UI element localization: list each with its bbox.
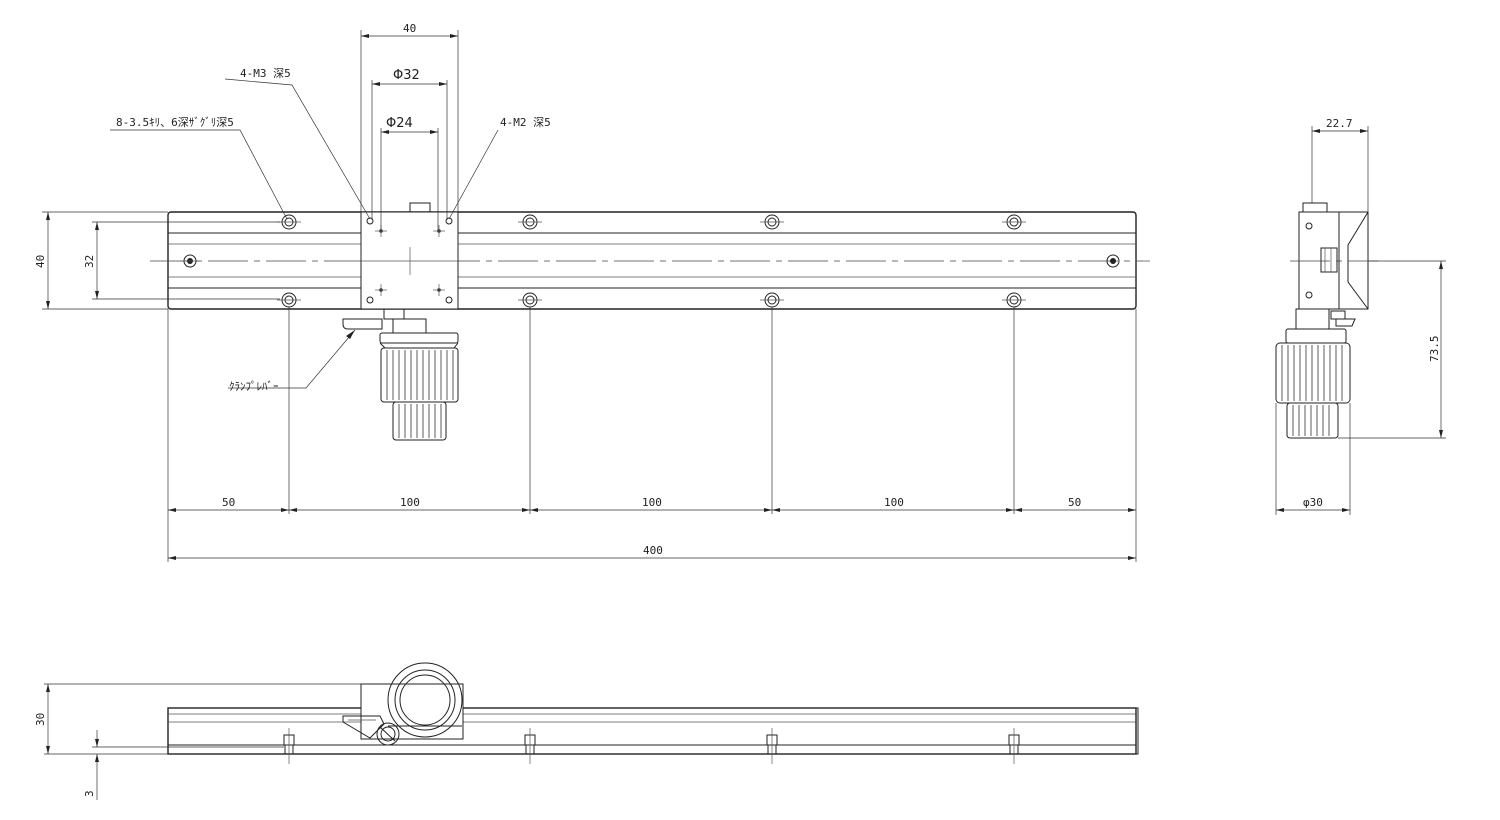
dim-knob-dia xyxy=(1275,403,1351,515)
dim-text-pitch-2: 100 xyxy=(642,496,662,509)
dim-text-phi-outer: Φ32 xyxy=(393,68,420,83)
dim-text-carriage-width: 40 xyxy=(403,22,416,35)
rail-outline xyxy=(167,211,1137,310)
carriage xyxy=(360,202,459,310)
end-hole-left xyxy=(180,254,200,268)
dim-phi-outer xyxy=(371,80,448,220)
dim-front-height xyxy=(44,683,361,755)
dim-text-height-rail: 32 xyxy=(83,255,96,268)
dim-text-front-height: 30 xyxy=(34,713,47,726)
dim-length-total xyxy=(168,556,1136,560)
dim-text-front-foot: 3 xyxy=(83,790,96,797)
top-view: 4-M3 深5 8-3.5ｷﾘ、6深ｻﾞｸﾞﾘ深5 4-M2 深5 ｸﾗﾝﾌﾟﾚ… xyxy=(34,22,1150,562)
leader-lines xyxy=(110,78,499,389)
feet xyxy=(283,728,1020,764)
end-hole-right xyxy=(1106,254,1120,268)
side-view: 22.7 73.5 φ30 xyxy=(1275,117,1446,515)
dim-text-pitch-end-left: 50 xyxy=(222,496,235,509)
dim-front-foot xyxy=(92,730,284,800)
dim-text-length-total: 400 xyxy=(643,544,663,557)
label-holes-m3: 4-M3 深5 xyxy=(240,67,291,80)
dim-text-phi-inner: Φ24 xyxy=(386,116,413,131)
dim-extension-lines xyxy=(167,307,1137,562)
micrometer-knob-top xyxy=(379,318,459,441)
dim-side-width xyxy=(1311,126,1369,212)
dim-text-side-height: 73.5 xyxy=(1428,336,1441,363)
dim-text-pitch-3: 100 xyxy=(884,496,904,509)
front-view: 30 3 xyxy=(34,662,1139,800)
dim-phi-inner xyxy=(380,128,439,230)
label-holes-m2: 4-M2 深5 xyxy=(500,116,551,129)
dim-text-pitch-end-right: 50 xyxy=(1068,496,1081,509)
front-carriage xyxy=(342,662,464,746)
dim-height-total xyxy=(42,211,168,310)
dim-text-pitch-1: 100 xyxy=(400,496,420,509)
dim-text-side-width: 22.7 xyxy=(1326,117,1353,130)
dim-carriage-width xyxy=(360,30,459,212)
dim-height-rail xyxy=(92,221,280,300)
dim-text-knob-dia: φ30 xyxy=(1303,496,1323,509)
label-clamp-lever: ｸﾗﾝﾌﾟﾚﾊﾞｰ xyxy=(229,380,279,393)
label-holes-main: 8-3.5ｷﾘ、6深ｻﾞｸﾞﾘ深5 xyxy=(116,116,234,129)
dim-pitch-line xyxy=(168,508,1136,512)
dim-side-height xyxy=(1338,260,1446,439)
dim-text-height-total: 40 xyxy=(34,255,47,268)
